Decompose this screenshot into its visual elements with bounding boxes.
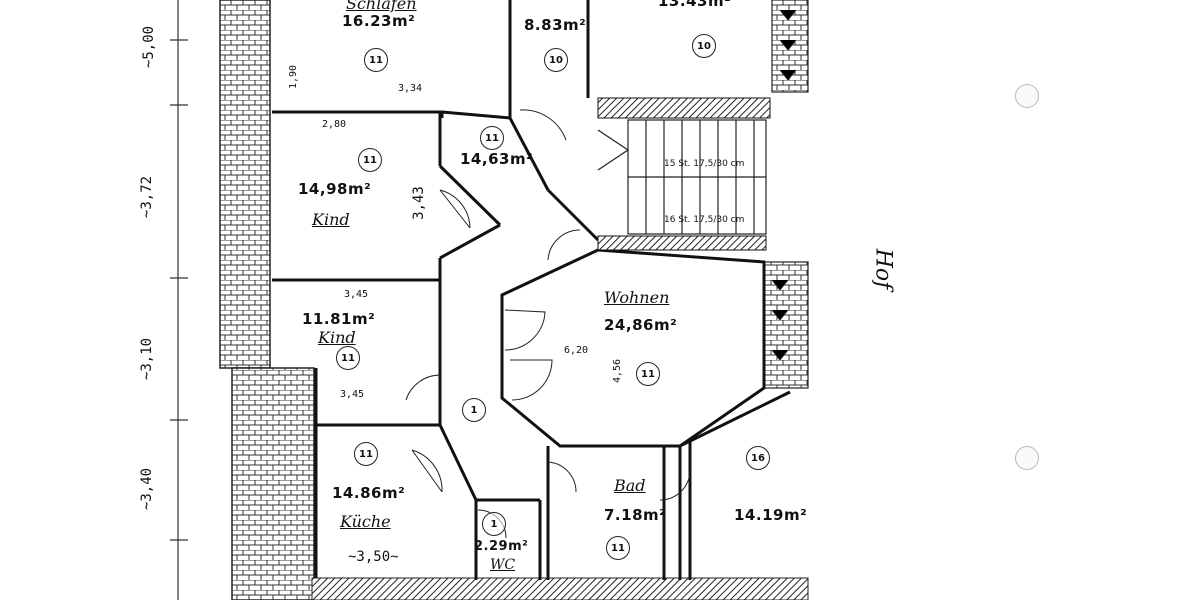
dim-kind1-top: 2,80 [322, 119, 347, 130]
bedroom3-area: 13.43m² [658, 0, 732, 10]
bedroom2-area: 8.83m² [524, 16, 587, 34]
dim-left-3-10: ~3,10 [139, 337, 156, 381]
dim-schlafen-side: 1,90 [288, 64, 300, 90]
room16-number: 16 [746, 446, 770, 470]
staircase [597, 119, 767, 235]
dim-left-3-72: ~3,72 [139, 175, 156, 219]
bad-area: 7.18m² [604, 506, 667, 524]
flur-top-number: 11 [480, 126, 504, 150]
left-dimension-line [170, 0, 188, 600]
stair-wall-bottom [597, 235, 767, 251]
dim-kind2-bottom: 3,45 [340, 389, 365, 400]
wohnen-name: Wohnen [604, 288, 670, 307]
punch-hole-top [1015, 84, 1039, 108]
flur-mid-number: 1 [462, 398, 486, 422]
room16-area: 14.19m² [734, 506, 808, 524]
kueche-name: Küche [340, 512, 391, 531]
window-marks [771, 9, 797, 361]
dim-left-3-40: ~3,40 [139, 467, 156, 511]
stair-label-top: 15 St. 17,5/30 cm [664, 159, 745, 169]
interior-walls [272, 0, 766, 580]
dim-wohnen-side2: 4,56 [612, 358, 624, 384]
courtyard-label: Hof [870, 248, 896, 290]
schlafen-number: 11 [364, 48, 388, 72]
door-swings [405, 109, 691, 539]
dim-wohnen-side: 6,20 [564, 345, 589, 356]
dim-schlafen-bottom: 3,34 [398, 83, 423, 94]
exterior-wall-bottom [311, 577, 809, 600]
wohnen-number: 11 [636, 362, 660, 386]
kind2-number: 11 [336, 346, 360, 370]
kind1-number: 11 [358, 148, 382, 172]
kind2-name: Kind [318, 328, 356, 347]
dim-left-5-00: ~5,00 [141, 25, 158, 69]
bedroom2-number: 10 [544, 48, 568, 72]
room16-wall [679, 390, 791, 448]
schlafen-name: Schlafen [346, 0, 417, 13]
wc-number: 1 [482, 512, 506, 536]
stair-label-bottom: 16 St. 17,5/30 cm [664, 215, 745, 225]
dim-kueche-bottom: ~3,50~ [348, 549, 399, 565]
dim-kind2-top: 3,45 [344, 289, 369, 300]
bad-name: Bad [614, 476, 646, 495]
kind2-area: 11.81m² [302, 310, 376, 328]
wc-name: WC [490, 557, 516, 573]
flur-top-area: 14,63m² [460, 150, 534, 168]
schlafen-area: 16.23m² [342, 12, 416, 30]
wohnen-area: 24,86m² [604, 316, 678, 334]
exterior-wall-right [763, 0, 809, 389]
exterior-wall-left [219, 0, 315, 600]
punch-hole-bottom [1015, 446, 1039, 470]
kind1-area: 14,98m² [298, 180, 372, 198]
bad-number: 11 [606, 536, 630, 560]
kind1-name: Kind [312, 210, 350, 229]
wc-area: 2.29m² [474, 539, 529, 554]
stair-wall-top [597, 97, 771, 119]
dim-kind1-side: 3,43 [410, 186, 427, 220]
kueche-area: 14.86m² [332, 484, 406, 502]
kueche-number: 11 [354, 442, 378, 466]
bedroom3-number: 10 [692, 34, 716, 58]
